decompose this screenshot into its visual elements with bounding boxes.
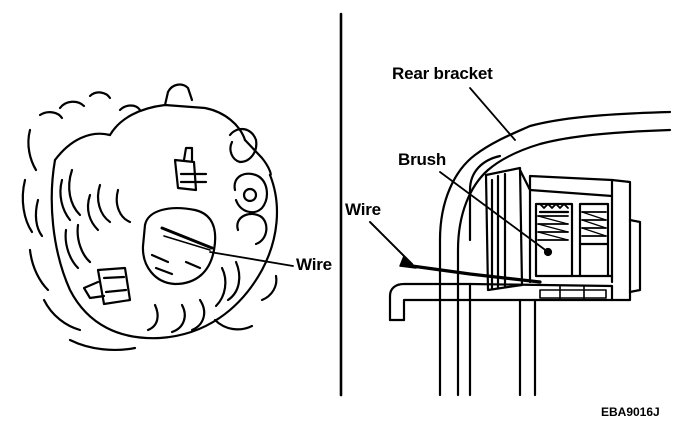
brush-leader xyxy=(440,172,548,252)
brush-label: Brush xyxy=(398,150,447,169)
wire-in-section xyxy=(412,266,540,282)
brush-cross-section xyxy=(390,112,670,395)
left-wire-leader xyxy=(210,252,293,266)
figure-code: EBA9016J xyxy=(601,405,660,419)
right-wire-label: Wire xyxy=(345,200,381,219)
rear-bracket-leader xyxy=(470,88,515,140)
alternator-illustration xyxy=(23,85,277,350)
left-wire-label: Wire xyxy=(296,255,332,274)
brush-leader-dot xyxy=(545,249,551,255)
rear-bracket-label: Rear bracket xyxy=(392,64,493,83)
